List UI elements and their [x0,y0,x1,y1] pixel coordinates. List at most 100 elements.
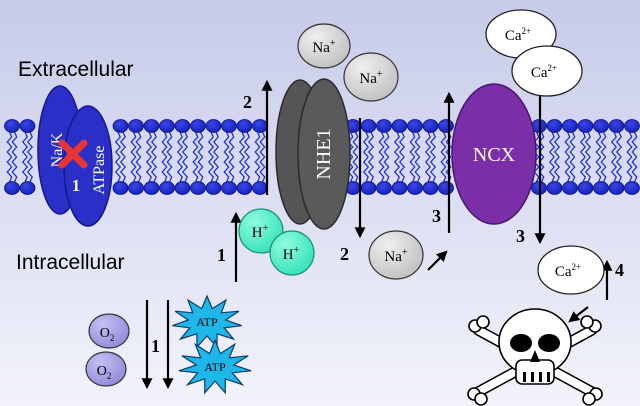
step-label-nak: 1 [72,176,81,195]
atp-label: ATP [196,315,218,329]
o-symbol: O [100,326,110,341]
step-label-ca-rise: 4 [615,260,624,280]
lipid-head [221,119,237,133]
lipid-head [438,119,454,133]
o-subscript: 2 [107,371,112,381]
lipid-tail [212,156,220,183]
lipid-tail [197,156,204,183]
lipid-head [593,181,609,195]
lipid-tail [238,156,246,183]
lipid-head [546,119,563,133]
svg-text:Na+: Na+ [359,69,383,87]
lipid-head [4,119,20,133]
lipid-head [128,119,144,133]
o2-molecule-top: O2 [88,313,130,349]
lipid-tail [383,156,390,183]
ca-charge: 2+ [572,262,582,272]
ca-symbol: Ca [531,65,548,81]
lipid-tail [440,156,447,183]
lipid-tail [631,131,638,158]
red-x-icon [58,139,88,169]
h-ion-lower: H+ [269,230,315,276]
ca-symbol: Ca [555,264,572,280]
lipid-tail [548,131,556,158]
lipid-head [360,181,377,195]
na-charge: + [330,38,336,49]
lipid-head [128,181,144,195]
lipid-tail [259,131,266,158]
na-ion-extracellular: Na+ [343,52,399,102]
lipid-tail [600,131,607,158]
lipid-tail [409,131,416,158]
lipid-head [4,181,20,195]
nhe1-label: NHE1 [313,128,335,179]
lipid-tail [414,156,421,183]
svg-text:Ca2+: Ca2+ [555,262,581,280]
lipid-tails [6,131,638,183]
extracellular-label: Extracellular [18,58,134,81]
lipid-tail [223,131,230,158]
arrow-na-to-ncx [427,250,448,271]
lipid-tail [238,131,246,158]
lipid-tail [579,131,587,158]
lipid-tail [130,156,137,183]
ncx-label: NCX [473,144,516,166]
lipid-tail [150,131,158,158]
ncx-exchanger: NCX [451,83,537,225]
lipid-tail [631,156,638,183]
step-label-energy: 1 [151,336,160,356]
lipid-head [624,119,640,133]
step-label-nhe1-in: 2 [340,244,349,264]
ncx-body [451,83,537,225]
lipid-tail [352,131,359,158]
lipid-head [562,119,578,133]
lipid-head [546,181,563,195]
na-k-atpase-pump: Na/K ATPase 1 [37,85,113,227]
lipid-tail [615,131,623,158]
lipid-tail [569,156,576,183]
lipid-tail [398,156,406,183]
lipid-tail [145,156,153,183]
ca-ion-intracellular: Ca2+ [537,245,605,295]
svg-text:Ca2+: Ca2+ [531,63,557,81]
ca-charge: 2+ [522,26,532,36]
lipid-tail [243,156,251,183]
svg-text:O2: O2 [97,364,112,381]
transport-arrows [141,79,613,390]
step-label-h-in: 1 [217,245,226,265]
lipid-tail [150,156,158,183]
lipid-tail [130,131,137,158]
lipid-tail [11,131,18,158]
o2-molecule-bottom: O2 [85,351,127,387]
lipid-head [608,119,625,133]
lipid-tail [145,131,153,158]
lipid-head [391,181,408,195]
lipid-head [205,119,222,133]
lipid-tail [207,131,215,158]
h-charge: + [294,245,300,256]
lipid-tail [207,156,215,183]
lipid-bilayer [4,119,640,195]
lipid-tail [626,156,633,183]
lipid-head [174,181,191,195]
lipid-head [143,119,160,133]
lipid-tail [197,131,204,158]
step-label-ncx-out: 3 [432,206,441,226]
svg-text:H+: H+ [252,223,269,241]
h-symbol: H [252,225,263,241]
lipid-tail [352,156,359,183]
lipid-tail [254,131,261,158]
lipid-tail [228,156,235,183]
na-symbol: Na [359,71,377,87]
step-label-nhe1-out: 2 [243,92,252,112]
lipid-tail [362,131,370,158]
lipid-tail [626,131,633,158]
lipid-head [190,181,206,195]
lipid-tail [212,131,220,158]
lipid-tail [362,156,370,183]
lipid-head [407,181,423,195]
atp-starburst-top: ATP [172,294,242,349]
skull-crossbones-icon [467,308,603,406]
lipid-tail [610,131,618,158]
lipid-head [159,119,175,133]
